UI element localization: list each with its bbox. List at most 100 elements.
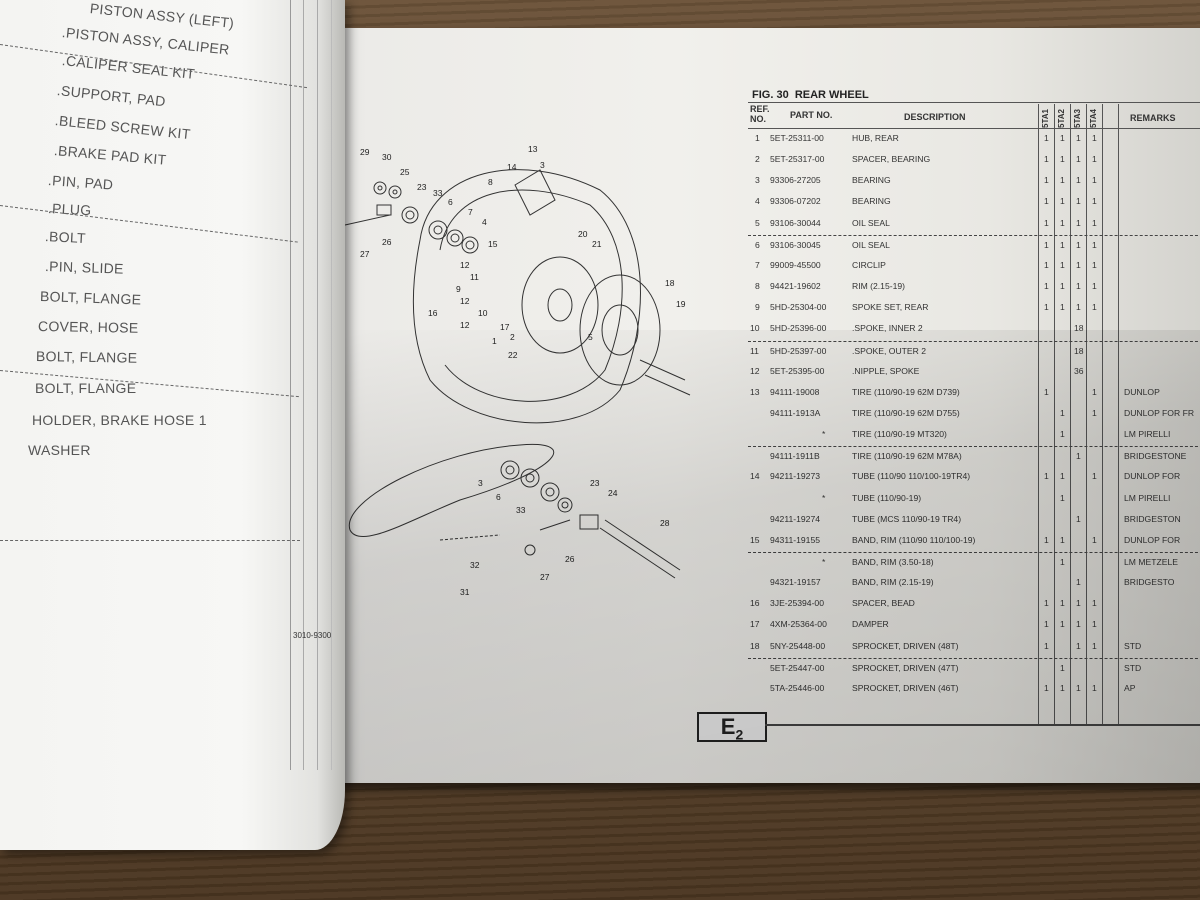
quantity-5TA4: 1 — [1092, 239, 1097, 250]
description: SPROCKET, DRIVEN (46T) — [852, 682, 959, 693]
quantity-5TA2: 1 — [1060, 619, 1065, 630]
callout-number: 21 — [592, 239, 602, 249]
callout-number: 2 — [510, 332, 515, 342]
callout-number: 9 — [456, 284, 461, 294]
quantity-5TA4: 1 — [1092, 386, 1097, 397]
ref-no: 10 — [750, 323, 760, 334]
quantity-5TA2: 1 — [1060, 281, 1065, 292]
callout-number: 3 — [540, 160, 545, 170]
description: OIL SEAL — [852, 217, 890, 228]
quantity-5TA2: 1 — [1060, 662, 1065, 673]
remarks: LM PIRELLI — [1124, 429, 1171, 440]
quantity-5TA1: 1 — [1044, 133, 1049, 143]
col-divider — [1102, 104, 1103, 724]
part-no: 5TA-25446-00 — [770, 682, 825, 693]
part-no: 93106-30044 — [770, 217, 821, 228]
remarks: BRIDGESTON — [1124, 513, 1181, 524]
quantity-5TA1: 1 — [1044, 386, 1049, 397]
callout-number: 13 — [528, 144, 538, 154]
callout-number: 32 — [470, 560, 480, 570]
remarks: STD — [1124, 662, 1142, 673]
quantity-5TA1: 1 — [1044, 534, 1049, 545]
fig-number: 30 — [776, 89, 789, 101]
part-no: 5HD-25397-00 — [770, 345, 827, 356]
description: SPACER, BEARING — [852, 154, 931, 165]
header-part-no: PART NO. — [790, 110, 833, 120]
quantity-5TA4: 1 — [1092, 196, 1097, 207]
part-no: 94211-19273 — [770, 471, 821, 482]
quantity-5TA1: 1 — [1044, 239, 1049, 250]
part-no: * — [822, 492, 826, 503]
table-top-rule — [748, 102, 1200, 103]
quantity-5TA2: 1 — [1060, 217, 1065, 228]
description: TIRE (110/90-19 62M D739) — [852, 386, 960, 397]
dashed-separator — [0, 44, 308, 89]
left-page: PISTON ASSY (LEFT).PISTON ASSY, CALIPER.… — [0, 0, 345, 850]
part-no: 3JE-25394-00 — [770, 598, 824, 609]
description: TIRE (110/90-19 62M D755) — [852, 407, 960, 418]
ref-no: 15 — [750, 534, 760, 545]
quantity-5TA2: 1 — [1060, 302, 1065, 313]
quantity-5TA3: 1 — [1076, 154, 1081, 165]
parts-table: REF. NO. PART NO. DESCRIPTION 5TA1 5TA2 … — [748, 102, 1200, 724]
quantity-5TA3: 1 — [1076, 133, 1081, 143]
description: BAND, RIM (110/90 110/100-19) — [852, 534, 976, 545]
part-no: 94321-19157 — [770, 577, 821, 588]
header-model-2: 5TA2 — [1057, 109, 1066, 128]
ref-no: 5 — [755, 217, 760, 228]
callout-number: 11 — [470, 272, 479, 282]
description: TUBE (110/90-19) — [852, 492, 922, 503]
part-no: 94111-1913A — [770, 407, 821, 418]
callout-number: 31 — [460, 587, 470, 597]
quantity-5TA4: 1 — [1092, 259, 1097, 270]
quantity-5TA4: 1 — [1092, 682, 1097, 693]
callout-number: 25 — [400, 167, 410, 177]
description: DAMPER — [852, 619, 889, 630]
quantity-5TA4: 1 — [1092, 175, 1097, 186]
ref-no: 17 — [750, 619, 760, 630]
ref-no: 11 — [750, 345, 759, 356]
header-model-3: 5TA3 — [1073, 109, 1082, 128]
callout-number: 6 — [448, 197, 453, 207]
remarks: DUNLOP FOR — [1124, 471, 1181, 482]
left-page-item: .BRAKE PAD KIT — [53, 142, 168, 168]
quantity-5TA4: 1 — [1092, 302, 1097, 313]
description: TUBE (110/90 110/100-19TR4) — [852, 471, 971, 482]
ref-no: 16 — [750, 598, 760, 609]
callout-number: 4 — [482, 217, 487, 227]
quantity-5TA1: 1 — [1044, 196, 1049, 207]
quantity-5TA4: 1 — [1092, 217, 1097, 228]
remarks: DUNLOP — [1124, 386, 1160, 397]
callout-number: 23 — [417, 182, 427, 192]
quantity-5TA2: 1 — [1060, 407, 1065, 418]
quantity-5TA2: 1 — [1060, 471, 1065, 482]
left-page-item: .BOLT — [44, 228, 87, 247]
part-no: 94421-19602 — [770, 281, 821, 292]
part-no: 93106-30045 — [770, 239, 821, 250]
ref-no: 4 — [755, 196, 760, 207]
quantity-5TA2: 1 — [1060, 175, 1065, 186]
quantity-5TA3: 1 — [1076, 640, 1081, 651]
quantity-5TA3: 36 — [1074, 365, 1084, 376]
callout-number: 33 — [433, 188, 443, 198]
quantity-5TA1: 1 — [1044, 682, 1049, 693]
quantity-5TA1: 1 — [1044, 281, 1049, 292]
ref-no: 12 — [750, 365, 760, 376]
col-divider — [1086, 104, 1087, 724]
quantity-5TA1: 1 — [1044, 154, 1049, 165]
description: .SPOKE, INNER 2 — [852, 323, 923, 334]
